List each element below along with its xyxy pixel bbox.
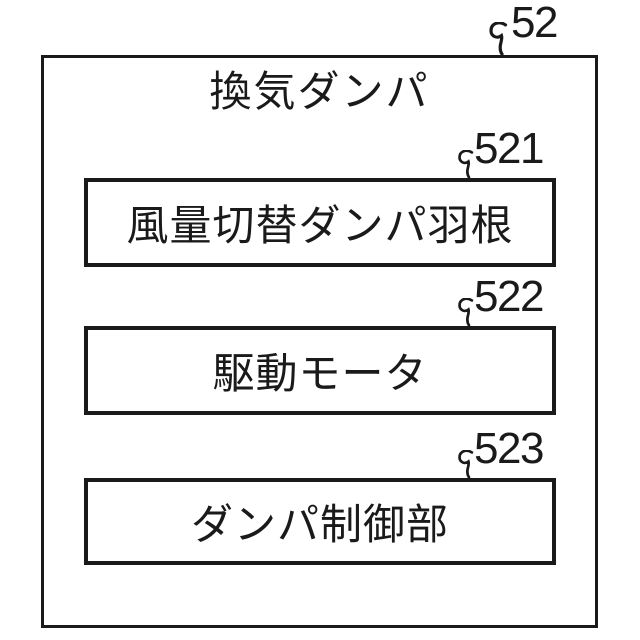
inner-box-label: ダンパ制御部	[190, 501, 449, 548]
ref-number-outer: 52	[511, 0, 558, 47]
inner-box-damper-blade: 風量切替ダンパ羽根	[84, 178, 556, 267]
leader-line-icon	[458, 450, 474, 478]
ref-number-drive-motor: 522	[474, 272, 544, 321]
ref-number-damper-blade: 521	[474, 124, 544, 173]
leader-line-icon	[489, 22, 508, 55]
inner-box-label: 風量切替ダンパ羽根	[126, 202, 514, 249]
outer-box-title: 換気ダンパ	[209, 68, 430, 115]
inner-box-drive-motor: 駆動モータ	[84, 326, 556, 415]
inner-box-label: 駆動モータ	[212, 350, 428, 397]
inner-box-damper-controller: ダンパ制御部	[84, 478, 556, 565]
leader-line-icon	[458, 150, 474, 178]
ref-number-damper-controller: 523	[474, 424, 544, 473]
leader-line-icon	[458, 298, 474, 326]
